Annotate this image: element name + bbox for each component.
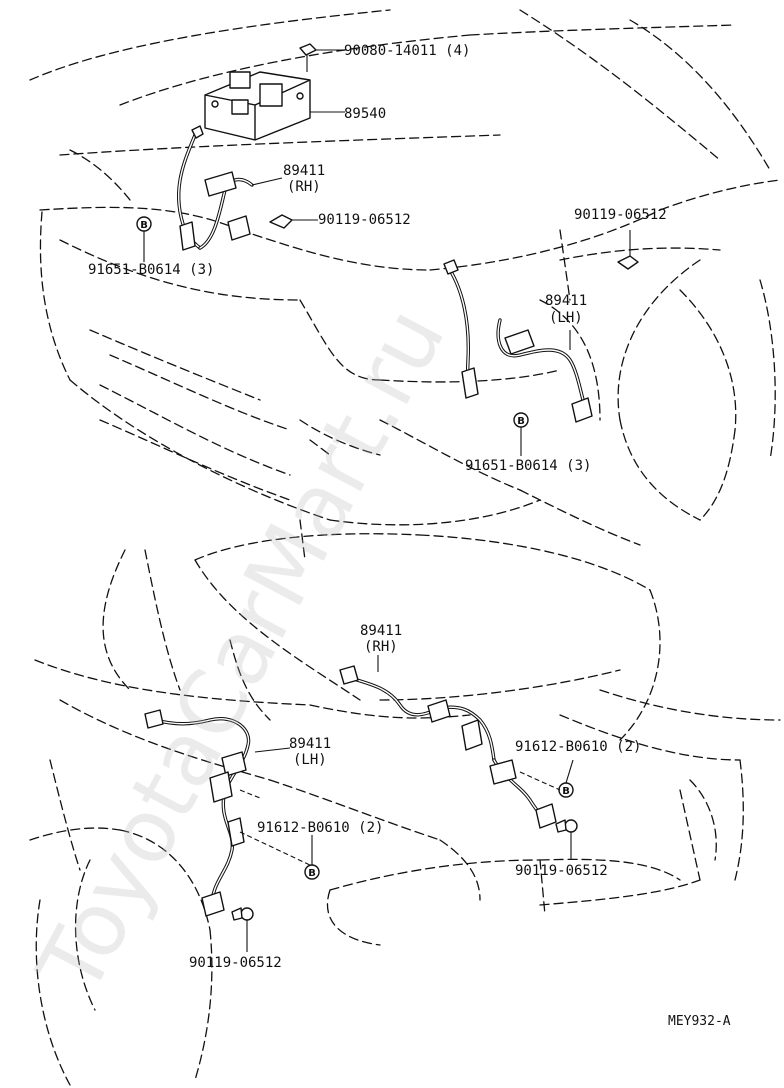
front-lh-speed-sensor[interactable] xyxy=(443,259,593,423)
label-rear-lh-bolt: 90119-06512 xyxy=(189,955,282,971)
rear-leaders xyxy=(239,655,574,952)
front-lh-bolt[interactable] xyxy=(617,255,639,270)
rear-lh-bolt[interactable] xyxy=(231,907,254,921)
label-rear-rh-bolt: 90119-06512 xyxy=(515,863,608,879)
label-front-lh-clamp: 91651-B0614 (3) xyxy=(465,458,591,474)
front-leaders xyxy=(143,49,631,456)
rear-lh-speed-sensor[interactable] xyxy=(144,709,251,917)
part-labels: 90080-14011 (4) 89540 89411 (RH) 90119-0… xyxy=(88,43,731,1029)
relay-bolt[interactable] xyxy=(299,43,317,72)
label-front-rh-sensor: 89411 xyxy=(283,163,325,179)
label-rear-rh-sensor: 89411 xyxy=(360,623,402,639)
front-rh-bolt[interactable] xyxy=(269,214,293,229)
front-lh-clip[interactable]: B xyxy=(513,412,529,428)
label-front-rh-side: (RH) xyxy=(287,179,321,195)
rear-rh-clip-symbol: B xyxy=(562,786,570,797)
label-front-lh-side: (LH) xyxy=(549,310,583,326)
rear-rh-speed-sensor[interactable] xyxy=(339,665,557,829)
rear-lh-clip-symbol: B xyxy=(308,868,316,879)
label-rear-lh-sensor: 89411 xyxy=(289,736,331,752)
label-rear-lh-side: (LH) xyxy=(293,752,327,768)
label-relay-bolt: 90080-14011 (4) xyxy=(344,43,470,59)
label-rear-rh-side: (RH) xyxy=(364,639,398,655)
label-front-rh-clamp: 91651-B0614 (3) xyxy=(88,262,214,278)
abs-relay-block[interactable] xyxy=(204,71,311,141)
rear-body-outline xyxy=(29,519,781,1086)
front-lh-clip-symbol: B xyxy=(517,416,525,427)
label-front-lh-bolt: 90119-06512 xyxy=(574,207,667,223)
label-front-lh-sensor: 89411 xyxy=(545,293,587,309)
front-rh-clip-symbol: B xyxy=(140,220,148,231)
front-rh-clip[interactable]: B xyxy=(136,216,152,232)
rear-rh-clip[interactable]: B xyxy=(558,782,574,798)
label-front-rh-bolt: 90119-06512 xyxy=(318,212,411,228)
label-rear-rh-clamp: 91612-B0610 (2) xyxy=(515,739,641,755)
label-relay-block: 89540 xyxy=(344,106,386,122)
front-rh-speed-sensor[interactable] xyxy=(177,125,254,251)
rear-lh-clip[interactable]: B xyxy=(304,864,320,880)
diagram-code: MEY932-A xyxy=(668,1014,731,1029)
rear-rh-bolt[interactable] xyxy=(555,819,578,833)
label-rear-lh-clamp: 91612-B0610 (2) xyxy=(257,820,383,836)
front-body-outline xyxy=(29,9,781,546)
